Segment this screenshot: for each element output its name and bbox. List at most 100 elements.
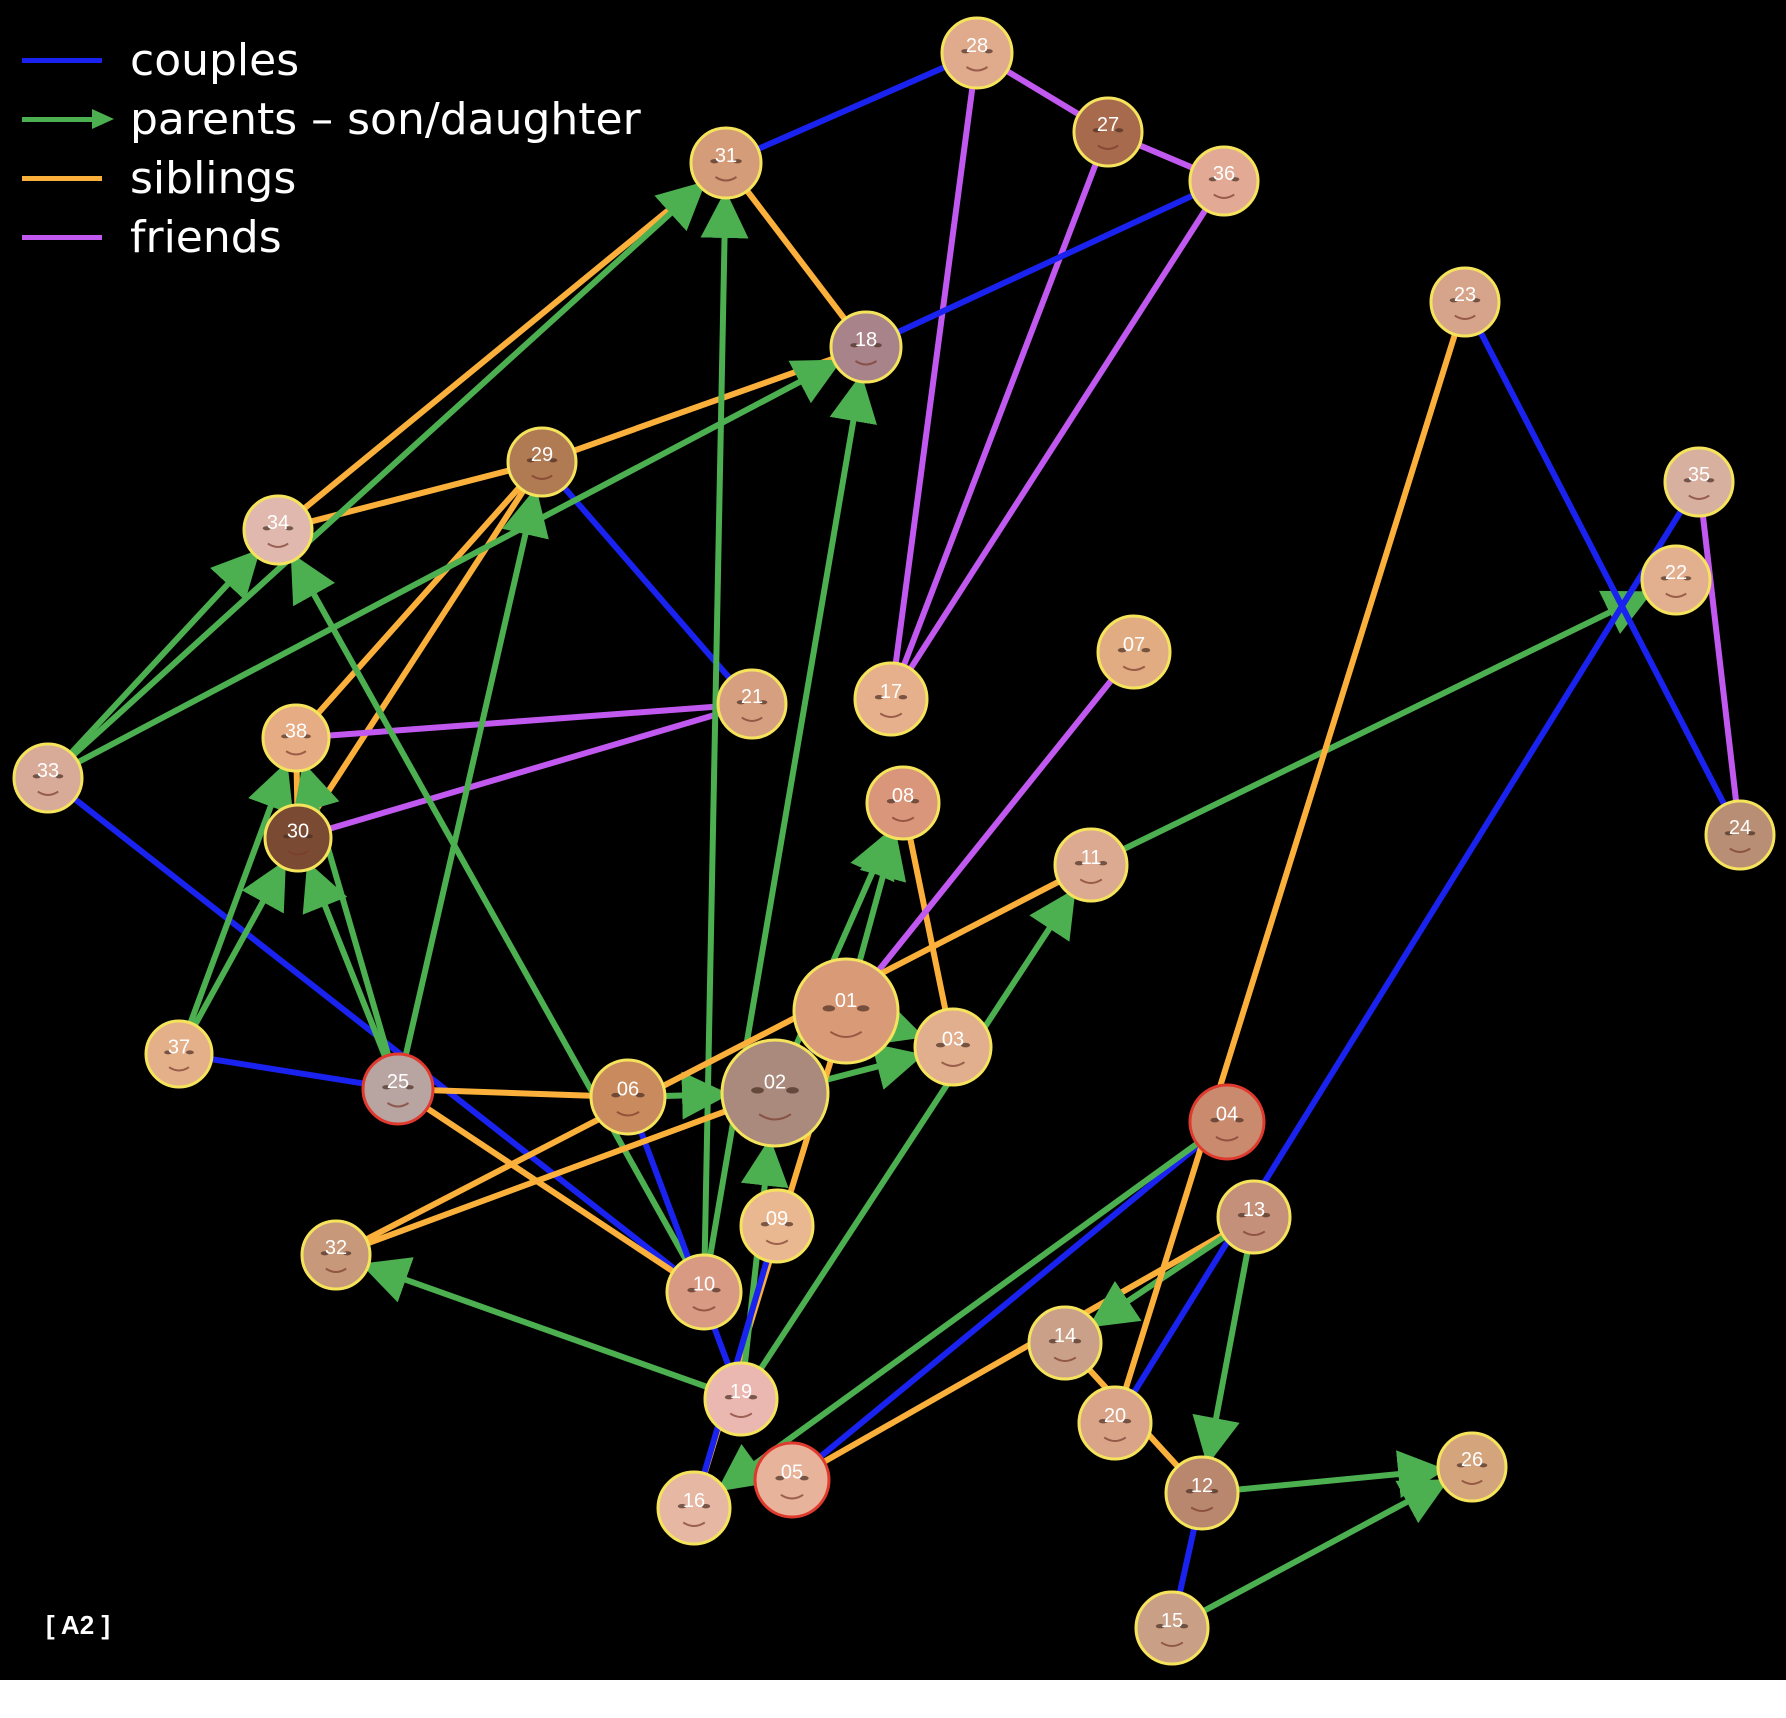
node-21[interactable]: 21	[716, 668, 788, 740]
node-15[interactable]: 15	[1134, 1590, 1210, 1666]
right-eye-icon	[711, 1287, 721, 1293]
node-31[interactable]: 31	[689, 126, 763, 200]
edge-parents-37-30	[185, 859, 286, 1040]
node-label: 24	[1729, 817, 1751, 839]
node-20[interactable]: 20	[1077, 1385, 1153, 1461]
left-eye-icon	[751, 1087, 764, 1094]
node-33[interactable]: 33	[12, 742, 84, 814]
panel-label: [ A2 ]	[46, 1610, 111, 1640]
right-eye-icon	[1209, 1489, 1219, 1494]
node-32[interactable]: 32	[300, 1219, 372, 1291]
edge-couples-06-19	[632, 1114, 737, 1382]
left-eye-icon	[886, 799, 896, 804]
mouth-icon	[1242, 1230, 1266, 1236]
edge-parents-13-14	[1088, 1225, 1240, 1328]
node-18[interactable]: 18	[829, 310, 903, 384]
node-01[interactable]: 01	[792, 957, 900, 1065]
mouth-icon	[780, 1493, 804, 1500]
left-eye-icon	[611, 1092, 621, 1098]
node-26[interactable]: 26	[1436, 1431, 1508, 1503]
edge-couples-35-20	[1123, 496, 1692, 1408]
node-10[interactable]: 10	[665, 1253, 743, 1331]
right-eye-icon	[1231, 177, 1240, 182]
node-25[interactable]: 25	[361, 1052, 435, 1126]
edge-parents-01-08	[851, 830, 907, 984]
mouth-icon	[1688, 494, 1710, 500]
node-37[interactable]: 37	[144, 1019, 214, 1089]
node-34[interactable]: 34	[242, 494, 314, 566]
node-17[interactable]: 17	[853, 661, 929, 737]
node-30[interactable]: 30	[263, 803, 333, 873]
edge-parents-12-26	[1220, 1450, 1447, 1498]
node-12[interactable]: 12	[1164, 1455, 1240, 1531]
left-eye-icon	[724, 1395, 734, 1400]
node-02[interactable]: 02	[720, 1038, 830, 1148]
edge-couples-36-18	[882, 186, 1209, 342]
node-24[interactable]: 24	[1704, 799, 1776, 871]
face-avatar	[1640, 544, 1712, 616]
mouth-icon	[854, 360, 878, 366]
edge-siblings-29-30	[305, 476, 534, 825]
node-label: 34	[267, 512, 289, 534]
node-36[interactable]: 36	[1188, 145, 1260, 217]
node-label: 23	[1454, 284, 1476, 306]
face-avatar	[753, 1441, 831, 1519]
node-label: 21	[741, 686, 763, 708]
edge-siblings-29-38	[306, 474, 532, 727]
left-eye-icon	[281, 734, 290, 739]
node-28[interactable]: 28	[940, 16, 1014, 90]
left-eye-icon	[1210, 1117, 1220, 1123]
node-label: 14	[1054, 1325, 1076, 1347]
node-22[interactable]: 22	[1640, 544, 1712, 616]
node-label: 30	[287, 820, 309, 842]
legend-swatch-couples	[22, 58, 102, 63]
left-eye-icon	[262, 526, 271, 531]
left-eye-icon	[775, 1475, 785, 1481]
edge-parents-11-22	[1107, 590, 1653, 859]
edge-friends-38-21	[312, 702, 735, 740]
right-eye-icon	[1261, 1213, 1271, 1218]
right-eye-icon	[549, 458, 558, 463]
node-16[interactable]: 16	[656, 1470, 732, 1546]
face-avatar	[1216, 1179, 1292, 1255]
right-eye-icon	[1141, 648, 1151, 653]
legend-swatch-siblings	[22, 176, 102, 181]
node-label: 07	[1123, 634, 1145, 656]
node-19[interactable]: 19	[703, 1361, 779, 1437]
edge-siblings-23-20	[1118, 318, 1462, 1406]
node-label: 03	[942, 1028, 964, 1050]
node-35[interactable]: 35	[1663, 446, 1735, 518]
node-label: 15	[1161, 1610, 1183, 1632]
edge-friends-36-17	[899, 195, 1216, 684]
node-03[interactable]: 03	[913, 1007, 993, 1087]
face-avatar	[1164, 1455, 1240, 1531]
node-07[interactable]: 07	[1096, 614, 1172, 690]
right-eye-icon	[910, 799, 920, 804]
legend-label: siblings	[130, 153, 297, 204]
node-05[interactable]: 05	[753, 1441, 831, 1519]
face-avatar	[853, 661, 929, 737]
node-08[interactable]: 08	[865, 765, 941, 841]
node-13[interactable]: 13	[1216, 1179, 1292, 1255]
node-38[interactable]: 38	[261, 703, 331, 773]
left-eye-icon	[687, 1287, 697, 1293]
node-11[interactable]: 11	[1053, 827, 1129, 903]
mouth-icon	[1122, 665, 1146, 671]
node-label: 35	[1688, 464, 1710, 486]
node-06[interactable]: 06	[589, 1058, 667, 1136]
node-label: 20	[1104, 1405, 1126, 1427]
node-29[interactable]: 29	[506, 426, 578, 498]
node-label: 32	[325, 1237, 347, 1259]
face-avatar	[865, 765, 941, 841]
node-09[interactable]: 09	[739, 1188, 815, 1264]
node-14[interactable]: 14	[1027, 1305, 1103, 1381]
node-27[interactable]: 27	[1072, 96, 1144, 168]
left-eye-icon	[32, 774, 41, 779]
face-avatar	[1077, 1385, 1153, 1461]
right-eye-icon	[635, 1092, 645, 1098]
node-23[interactable]: 23	[1429, 266, 1501, 338]
right-eye-icon	[1683, 576, 1692, 581]
node-label: 17	[880, 681, 902, 703]
node-04[interactable]: 04	[1188, 1083, 1266, 1161]
legend-label: parents – son/daughter	[130, 94, 641, 145]
